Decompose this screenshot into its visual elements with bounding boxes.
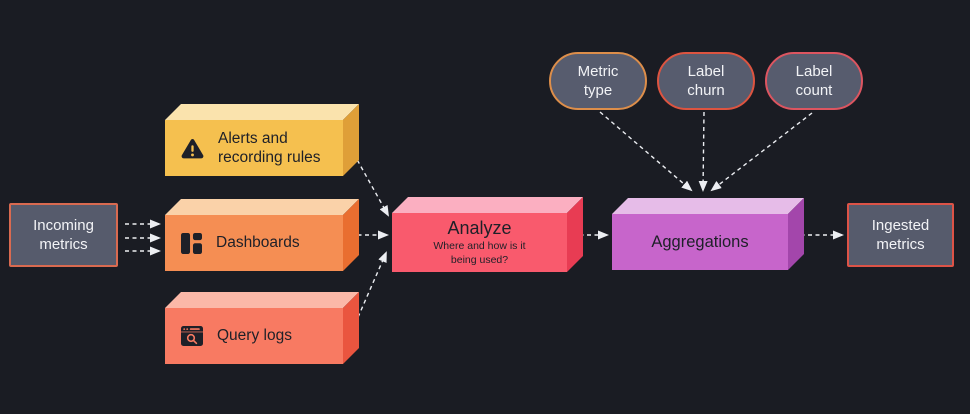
analyze-subtitle: Where and how is it being used? bbox=[433, 240, 526, 266]
pill-label-count: Label count bbox=[765, 52, 863, 110]
metric-type-label: Metric type bbox=[577, 62, 619, 100]
arrow-labelchurn-to-aggregations bbox=[698, 111, 708, 192]
query-window-icon bbox=[181, 326, 203, 346]
arrow-metrictype-to-aggregations bbox=[599, 111, 693, 192]
node-incoming-metrics: Incoming metrics bbox=[9, 203, 118, 267]
node-analyze: Analyze Where and how is it being used? bbox=[392, 197, 583, 272]
node-query-logs: Query logs bbox=[165, 292, 359, 364]
querylogs-box-front-face: Query logs bbox=[165, 308, 343, 364]
aggregations-box-top-face bbox=[612, 198, 804, 214]
label-churn-label: Label churn bbox=[687, 62, 725, 100]
analyze-title: Analyze bbox=[447, 217, 512, 238]
ingested-metrics-label: Ingested metrics bbox=[871, 216, 930, 254]
node-dashboards: Dashboards bbox=[165, 199, 359, 271]
alerts-label: Alerts and recording rules bbox=[218, 129, 321, 166]
warning-icon bbox=[181, 138, 204, 159]
alerts-box-top-face bbox=[165, 104, 359, 120]
pill-metric-type: Metric type bbox=[549, 52, 647, 110]
dashboards-box-top-face bbox=[165, 199, 359, 215]
alerts-box-front-face: Alerts and recording rules bbox=[165, 120, 343, 176]
node-aggregations: Aggregations bbox=[612, 198, 804, 270]
dashboards-box-front-face: Dashboards bbox=[165, 215, 343, 271]
dashboards-label: Dashboards bbox=[216, 234, 300, 252]
querylogs-label: Query logs bbox=[217, 327, 292, 345]
analyze-box-front-face: Analyze Where and how is it being used? bbox=[392, 213, 567, 272]
analyze-box-top-face bbox=[392, 197, 583, 213]
arrow-labelcount-to-aggregations bbox=[710, 112, 813, 192]
pill-label-churn: Label churn bbox=[657, 52, 755, 110]
aggregations-box-front-face: Aggregations bbox=[612, 214, 788, 270]
aggregations-label: Aggregations bbox=[651, 232, 749, 251]
label-count-label: Label count bbox=[795, 62, 833, 100]
querylogs-box-top-face bbox=[165, 292, 359, 308]
node-ingested-metrics: Ingested metrics bbox=[847, 203, 954, 267]
incoming-metrics-label: Incoming metrics bbox=[33, 216, 94, 254]
node-alerts-recording-rules: Alerts and recording rules bbox=[165, 104, 359, 176]
dashboard-grid-icon bbox=[181, 232, 202, 254]
